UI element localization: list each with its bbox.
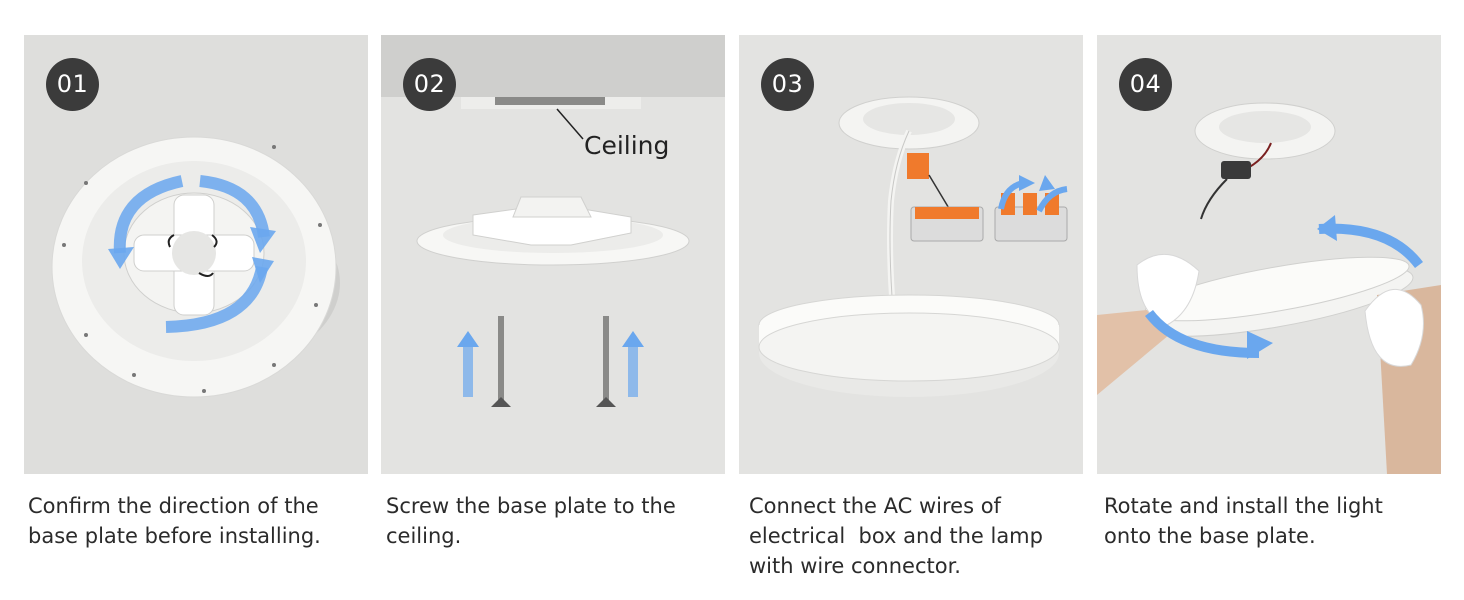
base-plate-illustration <box>51 136 340 398</box>
step-number-badge: 04 <box>1119 58 1172 111</box>
step-2-panel: 02 Ceiling <box>381 35 725 474</box>
step-4-panel: 04 <box>1097 35 1441 474</box>
ceiling-label: Ceiling <box>584 131 670 160</box>
step-1-caption: Confirm the direction of the base plate … <box>28 494 321 548</box>
step-1-panel: 01 <box>24 35 368 474</box>
step-2-caption: Screw the base plate to the ceiling. <box>386 494 676 548</box>
step-3-caption: Connect the AC wires of electrical box a… <box>749 494 1043 578</box>
ceiling-mount-illustration <box>381 35 725 407</box>
step-number-badge: 01 <box>46 58 99 111</box>
rotate-install-illustration <box>1097 102 1441 474</box>
wire-connection-illustration <box>758 96 1068 397</box>
step-number-badge: 03 <box>761 58 814 111</box>
step-4-caption: Rotate and install the light onto the ba… <box>1104 494 1383 548</box>
step-3-panel: 03 <box>739 35 1083 474</box>
step-number-badge: 02 <box>403 58 456 111</box>
